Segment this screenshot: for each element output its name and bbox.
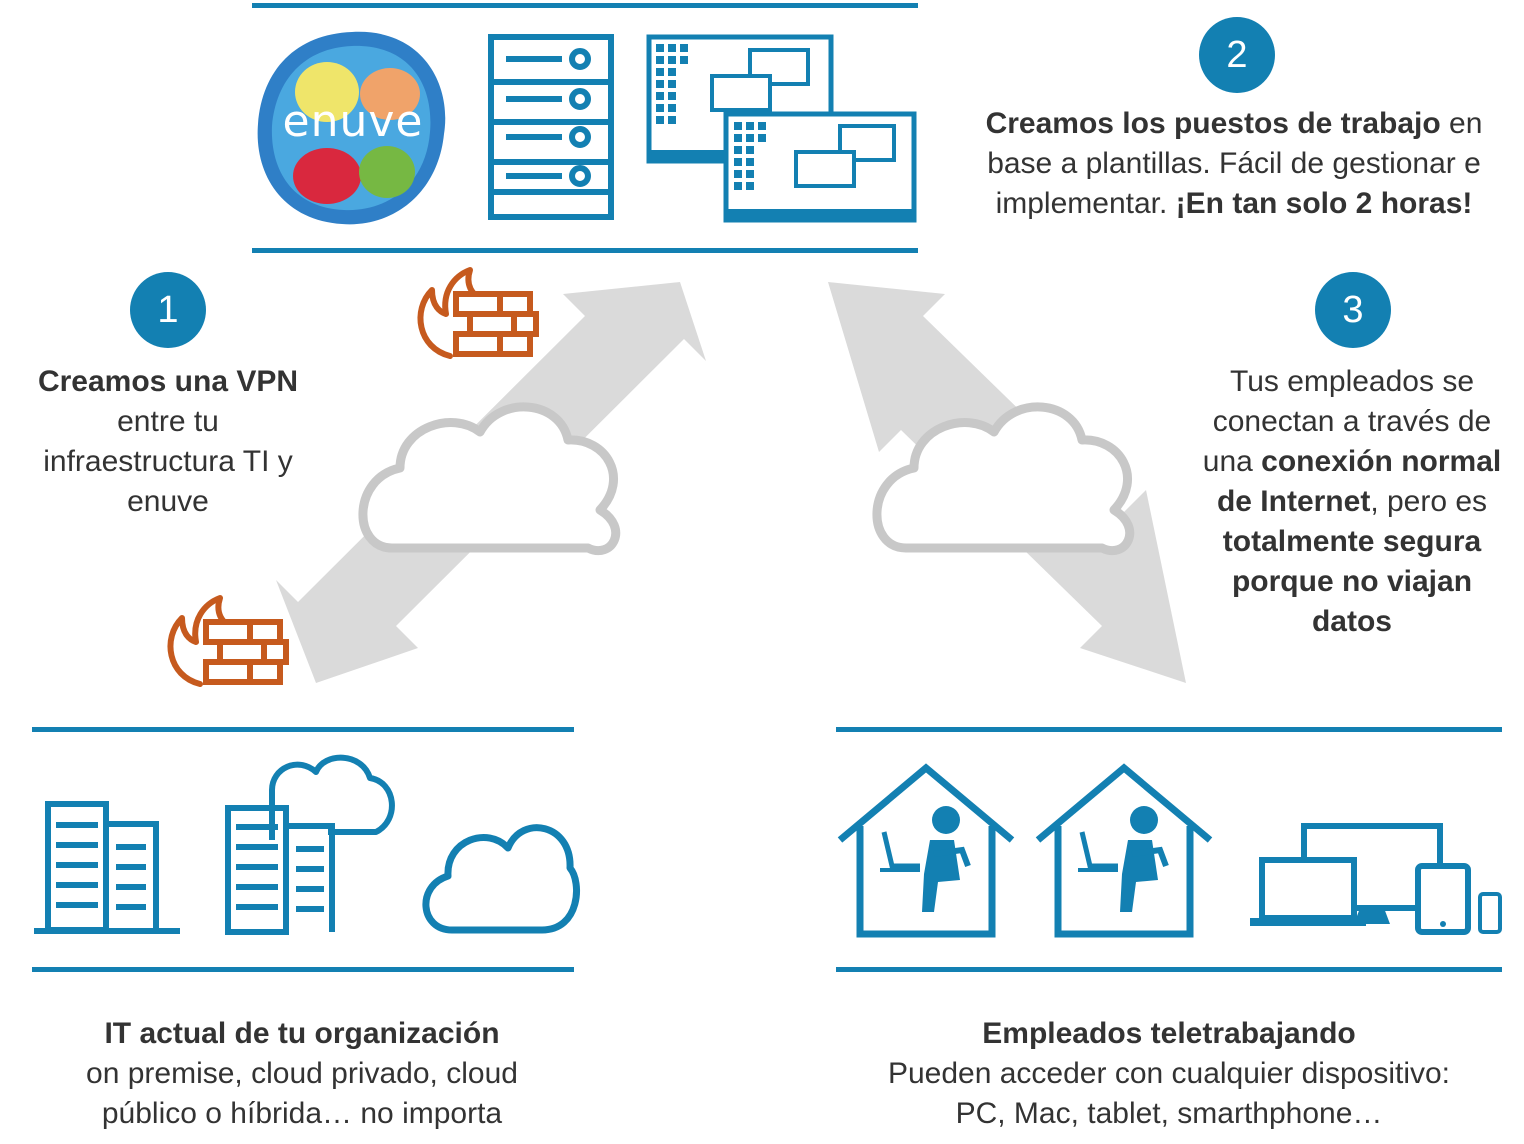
server-rack-icon: [488, 34, 614, 220]
cloud-left-icon: [358, 402, 621, 555]
firewall-bottom-icon: [167, 595, 289, 687]
employees-line2: Pueden acceder con cualquier dispositivo…: [887, 1057, 1451, 1090]
logo-text: enuve: [282, 96, 424, 147]
step-3-text: Tus empleados se conectan a través de un…: [1182, 362, 1522, 642]
step-2-line3-pre: implementar.: [995, 187, 1176, 220]
step-2-text: Creamos los puestos de trabajo en base a…: [944, 104, 1524, 224]
left-divider-lower: [32, 967, 574, 972]
devices-icon: [1250, 823, 1502, 935]
office-building-icon: [34, 801, 180, 934]
home-worker-1-icon: [837, 763, 1015, 938]
org-line3: público o híbrida… no importa: [101, 1097, 503, 1130]
step-3-line3-bold: conexión normal: [1261, 445, 1502, 478]
building-cloud-icon: [225, 754, 395, 935]
org-line2: on premise, cloud privado, cloud: [86, 1057, 518, 1090]
right-divider-lower: [836, 967, 1502, 972]
step-2-line3-bold: ¡En tan solo 2 horas!: [1175, 187, 1473, 220]
employees-title: Empleados teletrabajando: [982, 1017, 1356, 1050]
employees-caption: Empleados teletrabajando Pueden acceder …: [820, 1014, 1518, 1134]
step-2-badge: 2: [1199, 17, 1275, 93]
step-2-bold: Creamos los puestos de trabajo: [985, 107, 1441, 140]
step-1-line2: entre tu: [117, 405, 219, 438]
home-worker-2-icon: [1035, 763, 1213, 938]
top-divider-lower: [252, 248, 918, 253]
step-3-line2: conectan a través de: [1212, 405, 1492, 438]
employees-line3: PC, Mac, tablet, smarthphone…: [955, 1097, 1383, 1130]
step-3-line4-rest: , pero es: [1370, 485, 1488, 518]
org-title: IT actual de tu organización: [104, 1017, 500, 1050]
org-caption: IT actual de tu organización on premise,…: [30, 1014, 574, 1134]
step-2-rest1: en: [1440, 107, 1483, 140]
step-1-line3: infraestructura TI y: [43, 445, 293, 478]
step-1-line4: enuve: [127, 485, 209, 518]
top-divider-upper: [252, 3, 918, 8]
step-3-line1: Tus empleados se: [1229, 365, 1474, 398]
step-3-line6-bold: porque no viajan: [1231, 565, 1473, 598]
step-3-line3-pre: una: [1202, 445, 1262, 478]
firewall-top-icon: [417, 267, 539, 359]
cloud-right-icon: [872, 402, 1135, 555]
left-divider-upper: [32, 727, 574, 732]
public-cloud-icon: [422, 824, 580, 934]
virtual-desktops-icon: [646, 34, 917, 223]
step-3-line4-bold: de Internet: [1216, 485, 1371, 518]
right-divider-upper: [836, 727, 1502, 732]
step-2-line2: base a plantillas. Fácil de gestionar e: [987, 147, 1481, 180]
enuve-logo: [257, 31, 446, 225]
step-3-line7-bold: datos: [1311, 605, 1392, 638]
step-3-line5-bold: totalmente segura: [1222, 525, 1482, 558]
step-1-badge: 1: [130, 272, 206, 348]
step-1-bold: Creamos una VPN: [37, 365, 299, 398]
step-3-badge: 3: [1315, 272, 1391, 348]
step-1-text: Creamos una VPN entre tu infraestructura…: [0, 362, 336, 522]
